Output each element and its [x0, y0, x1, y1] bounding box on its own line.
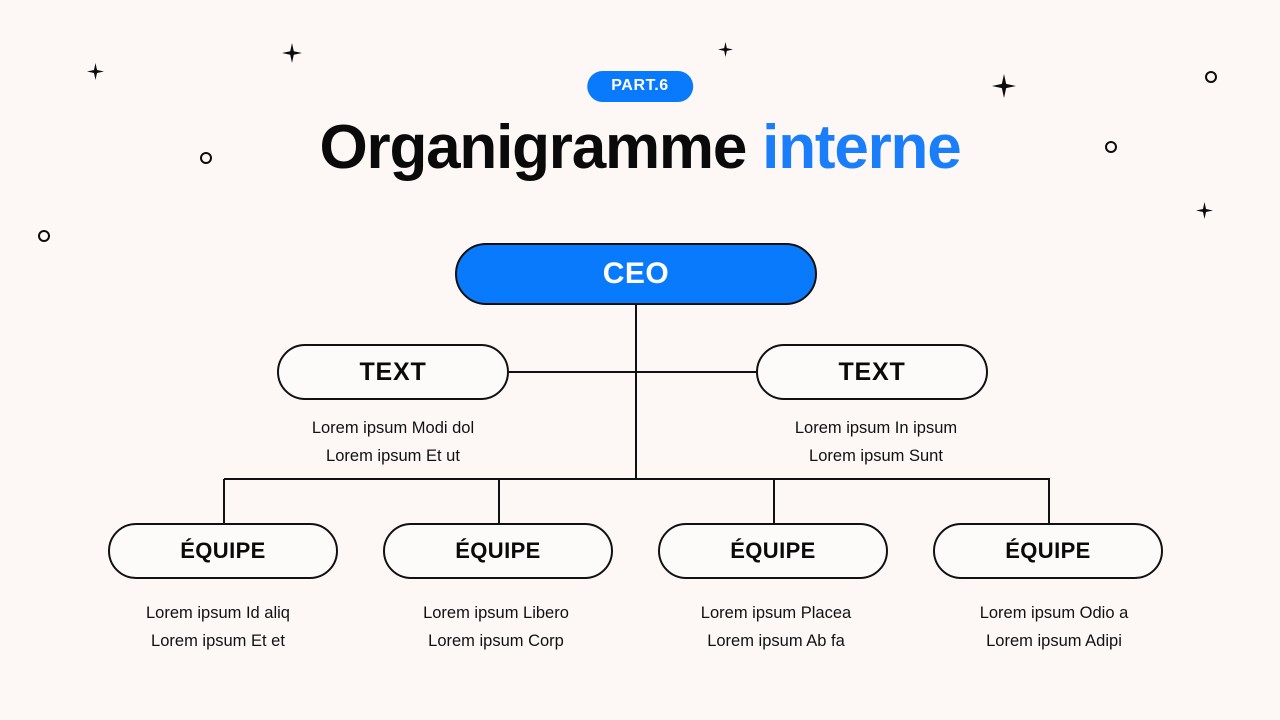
- org-caption-team-1: Lorem ipsum Id aliq Lorem ipsum Et et: [103, 599, 333, 656]
- caption-line: Lorem ipsum Sunt: [809, 447, 943, 466]
- caption-line: Lorem ipsum Odio a: [979, 604, 1129, 622]
- org-node-ceo[interactable]: CEO: [455, 243, 817, 305]
- caption-line: Lorem ipsum Placea: [700, 604, 852, 622]
- title-main: Organigramme: [319, 113, 748, 182]
- caption-line: Lorem ipsum Adipi: [986, 632, 1122, 651]
- title-accent: interne: [762, 113, 962, 182]
- sparkle-icon: [87, 63, 104, 80]
- circle-outline-icon: [38, 230, 50, 242]
- caption-line: Lorem ipsum Ab fa: [707, 632, 845, 651]
- part-badge: PART.6: [587, 71, 693, 102]
- org-caption-text-right: Lorem ipsum In ipsum Lorem ipsum Sunt: [760, 414, 992, 471]
- org-caption-team-2: Lorem ipsum Libero Lorem ipsum Corp: [381, 599, 611, 656]
- org-node-text-right[interactable]: TEXT: [756, 344, 988, 400]
- org-caption-text-left: Lorem ipsum Modi dol Lorem ipsum Et ut: [277, 414, 509, 471]
- caption-line: Lorem ipsum Id aliq: [146, 604, 290, 622]
- caption-line: Lorem ipsum Modi dol: [311, 419, 475, 437]
- org-caption-team-4: Lorem ipsum Odio a Lorem ipsum Adipi: [939, 599, 1169, 656]
- sparkle-icon: [718, 42, 733, 57]
- caption-line: Lorem ipsum Libero: [423, 604, 569, 622]
- circle-outline-icon: [1205, 71, 1217, 83]
- sparkle-icon: [992, 74, 1016, 98]
- page-title: Organigramme interne: [0, 112, 1280, 183]
- org-caption-team-3: Lorem ipsum Placea Lorem ipsum Ab fa: [661, 599, 891, 656]
- caption-line: Lorem ipsum In ipsum: [794, 419, 958, 437]
- caption-line: Lorem ipsum Et ut: [326, 447, 460, 466]
- org-node-team-3[interactable]: ÉQUIPE: [658, 523, 888, 579]
- sparkle-icon: [1196, 202, 1213, 219]
- org-node-team-2[interactable]: ÉQUIPE: [383, 523, 613, 579]
- org-node-team-1[interactable]: ÉQUIPE: [108, 523, 338, 579]
- org-node-team-4[interactable]: ÉQUIPE: [933, 523, 1163, 579]
- sparkle-icon: [282, 43, 302, 63]
- caption-line: Lorem ipsum Corp: [428, 632, 564, 651]
- org-node-text-left[interactable]: TEXT: [277, 344, 509, 400]
- caption-line: Lorem ipsum Et et: [151, 632, 285, 651]
